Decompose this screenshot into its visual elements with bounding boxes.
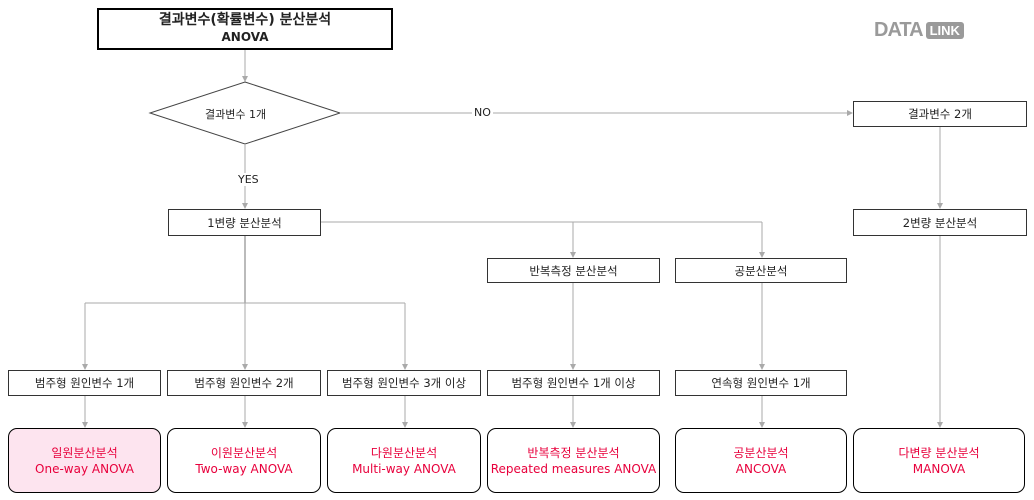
result-en: ANCOVA — [735, 461, 787, 476]
title-box: 결과변수(확률변수) 분산분석 ANOVA — [97, 8, 393, 50]
result-en: Repeated measures ANOVA — [490, 461, 657, 476]
condition-box: 범주형 원인변수 1개 — [8, 370, 161, 396]
title-en: ANOVA — [221, 30, 269, 44]
no-label: NO — [472, 106, 493, 119]
node-covariance: 공분산분석 — [675, 258, 847, 283]
node-outcome2: 결과변수 2개 — [853, 101, 1027, 127]
condition-box: 범주형 원인변수 3개 이상 — [327, 370, 481, 396]
result-ko: 다변량 분산분석 — [898, 445, 980, 460]
node-repeated: 반복측정 분산분석 — [487, 258, 660, 283]
result-ko: 반복측정 분산분석 — [527, 445, 620, 460]
logo-link: LINK — [925, 22, 964, 39]
result-ko: 일원분산분석 — [51, 445, 118, 460]
condition-box: 범주형 원인변수 2개 — [167, 370, 321, 396]
logo-data: DATA — [874, 19, 924, 41]
result-en: MANOVA — [912, 461, 966, 476]
title-ko: 결과변수(확률변수) 분산분석 — [158, 12, 332, 28]
result-en: Multi-way ANOVA — [352, 461, 456, 476]
yes-label: YES — [238, 173, 259, 186]
node-bivariate: 2변량 분산분석 — [853, 209, 1027, 236]
condition-box: 범주형 원인변수 1개 이상 — [487, 370, 660, 396]
result-ko: 공분산분석 — [733, 445, 789, 460]
result-ko: 이원분산분석 — [210, 445, 278, 460]
decision-question: 결과변수 1개 — [205, 108, 267, 121]
result-en: Two-way ANOVA — [195, 461, 293, 476]
result-ko: 다원분산분석 — [370, 445, 438, 460]
result-en: One-way ANOVA — [35, 461, 134, 476]
condition-box: 연속형 원인변수 1개 — [675, 370, 847, 396]
node-univariate: 1변량 분산분석 — [168, 209, 321, 236]
